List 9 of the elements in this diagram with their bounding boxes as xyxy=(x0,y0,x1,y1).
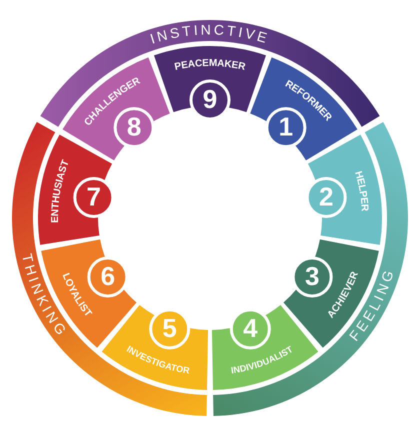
number-badge: 4 xyxy=(230,308,271,350)
number-badge: 2 xyxy=(306,177,347,218)
number-badge: 7 xyxy=(73,177,114,218)
number-badge: 3 xyxy=(292,256,333,298)
band-label: INSTINCTIVE xyxy=(148,21,272,46)
number-badge: 9 xyxy=(190,80,230,120)
number-badge: 5 xyxy=(149,308,190,350)
number-badge: 6 xyxy=(87,256,128,298)
type-name: PEACEMAKER xyxy=(174,58,246,73)
